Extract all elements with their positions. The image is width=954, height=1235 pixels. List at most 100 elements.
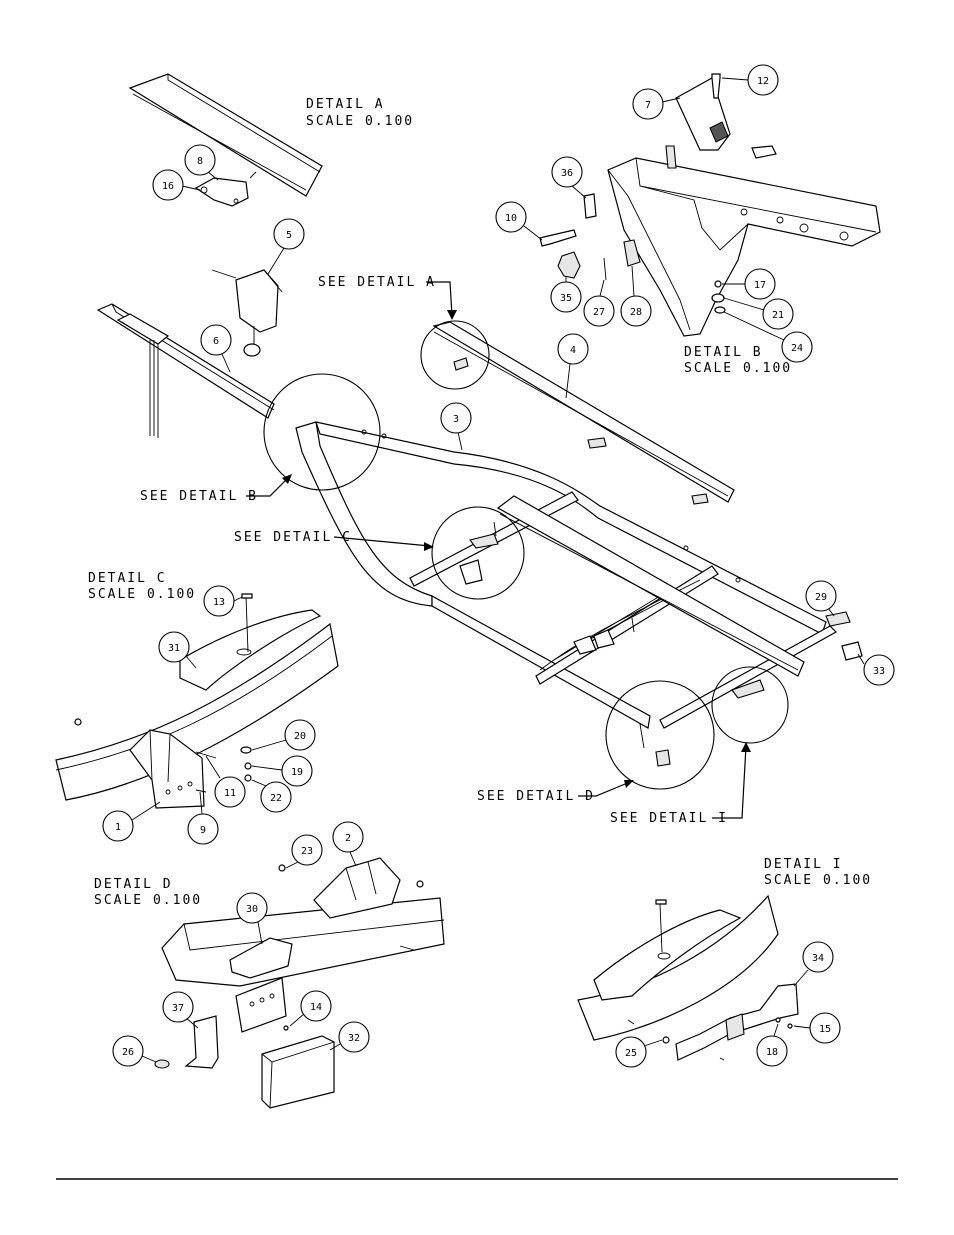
part-bubble-37: 37 xyxy=(162,991,199,1029)
part-bubble-7: 7 xyxy=(632,88,681,120)
part-bubble-24: 24 xyxy=(723,311,813,363)
detail-c-scale: SCALE 0.100 xyxy=(88,587,196,602)
bunk-pad-i xyxy=(593,909,742,1001)
svg-text:31: 31 xyxy=(168,643,180,654)
part-bubble-20: 20 xyxy=(251,719,316,751)
part-bubble-25: 25 xyxy=(615,1036,663,1068)
frame-rail-d xyxy=(161,897,445,987)
svg-text:9: 9 xyxy=(200,825,206,836)
nut-24 xyxy=(714,306,726,314)
svg-text:27: 27 xyxy=(593,307,605,318)
svg-text:1: 1 xyxy=(115,822,121,833)
detail-b-group: DETAIL B SCALE 0.100 xyxy=(539,73,881,376)
washer-19 xyxy=(244,762,252,770)
detail-i-title: DETAIL I xyxy=(764,857,843,872)
part-bubble-16: 16 xyxy=(152,169,201,201)
washer-20 xyxy=(240,746,252,754)
part-bubble-18: 18 xyxy=(756,1023,788,1067)
part-bubble-22: 22 xyxy=(251,779,292,813)
svg-text:30: 30 xyxy=(246,904,258,915)
svg-text:2: 2 xyxy=(345,833,351,844)
bunk-board-center xyxy=(496,495,805,677)
svg-text:37: 37 xyxy=(172,1003,184,1014)
light-32 xyxy=(261,1035,335,1109)
winch-assembly xyxy=(96,269,283,438)
svg-text:4: 4 xyxy=(570,345,576,356)
svg-text:22: 22 xyxy=(270,793,282,804)
bunk-board-a xyxy=(128,73,323,197)
detail-i-locator xyxy=(711,666,789,744)
svg-text:7: 7 xyxy=(645,100,651,111)
part-bubble-27: 27 xyxy=(583,279,615,327)
svg-text:26: 26 xyxy=(122,1047,134,1058)
detail-d-group: DETAIL D SCALE 0.100 xyxy=(94,857,445,1109)
part-bubble-26: 26 xyxy=(112,1035,157,1067)
grommet-26 xyxy=(154,1059,170,1069)
part-bubble-3: 3 xyxy=(440,402,472,451)
bunk-end-30 xyxy=(229,937,293,979)
svg-text:8: 8 xyxy=(197,156,203,167)
detail-a-scale: SCALE 0.100 xyxy=(306,114,414,129)
part-bubble-11: 11 xyxy=(205,755,246,808)
bracket-plate-d xyxy=(235,977,287,1033)
detail-d-locator xyxy=(605,680,715,790)
detail-i-scale: SCALE 0.100 xyxy=(764,873,872,888)
part-bubble-32: 32 xyxy=(329,1021,370,1053)
part-bubble-15: 15 xyxy=(793,1012,841,1044)
detail-c-group: DETAIL C SCALE 0.100 xyxy=(55,571,339,809)
detail-d-scale: SCALE 0.100 xyxy=(94,893,202,908)
svg-text:13: 13 xyxy=(213,597,225,608)
bolt-10 xyxy=(539,229,577,247)
see-detail-b-label: SEE DETAIL B xyxy=(140,489,258,504)
bracket-1 xyxy=(129,729,205,809)
bunk-boards xyxy=(432,321,805,677)
svg-text:5: 5 xyxy=(286,230,292,241)
part-bubble-34: 34 xyxy=(793,941,834,987)
light-33 xyxy=(841,641,863,661)
part-number-bubbles: 16 8 5 6 7 1 2 36 xyxy=(102,64,895,1068)
part-bubble-1: 1 xyxy=(102,801,161,842)
bracket-37 xyxy=(184,1015,219,1069)
nut-22 xyxy=(244,774,252,782)
detail-b-title: DETAIL B xyxy=(684,345,763,360)
bolt-13 xyxy=(245,595,249,653)
see-detail-i-label: SEE DETAIL I xyxy=(610,811,728,826)
svg-text:3: 3 xyxy=(453,414,459,425)
svg-text:36: 36 xyxy=(561,168,573,179)
bunk-bracket-a xyxy=(194,177,249,207)
svg-text:23: 23 xyxy=(301,846,313,857)
nut-15 xyxy=(787,1023,793,1029)
block-35 xyxy=(557,251,581,279)
detail-b-locator xyxy=(263,373,381,491)
svg-text:11: 11 xyxy=(224,788,236,799)
nut-23 xyxy=(278,864,286,872)
svg-text:28: 28 xyxy=(630,307,642,318)
see-detail-c-label: SEE DETAIL C xyxy=(234,530,352,545)
part-bubble-5: 5 xyxy=(267,218,305,275)
part-bubble-36: 36 xyxy=(551,156,587,199)
detail-c-locator xyxy=(431,506,525,600)
part-bubble-35: 35 xyxy=(550,276,582,313)
washer-18 xyxy=(775,1017,781,1023)
part-bubble-6: 6 xyxy=(200,324,232,373)
nut-25 xyxy=(662,1036,670,1044)
part-bubble-29: 29 xyxy=(805,580,837,617)
detail-circles xyxy=(263,320,863,790)
detail-d-title: DETAIL D xyxy=(94,877,173,892)
pin-27 xyxy=(603,257,607,281)
detail-c-title: DETAIL C xyxy=(88,571,167,586)
svg-text:24: 24 xyxy=(791,343,803,354)
bolt-12 xyxy=(711,73,721,99)
see-detail-d-label: SEE DETAIL D xyxy=(477,789,595,804)
part-bubble-21: 21 xyxy=(723,297,794,330)
svg-text:18: 18 xyxy=(766,1047,778,1058)
svg-text:19: 19 xyxy=(291,767,303,778)
svg-text:10: 10 xyxy=(505,213,517,224)
svg-text:21: 21 xyxy=(772,310,784,321)
detail-i-group: DETAIL I SCALE 0.100 xyxy=(577,857,872,1061)
part-bubble-4: 4 xyxy=(557,333,589,399)
bracket-29 xyxy=(825,611,851,627)
svg-text:6: 6 xyxy=(213,336,219,347)
see-detail-a-label: SEE DETAIL A xyxy=(318,275,436,290)
svg-text:20: 20 xyxy=(294,731,306,742)
